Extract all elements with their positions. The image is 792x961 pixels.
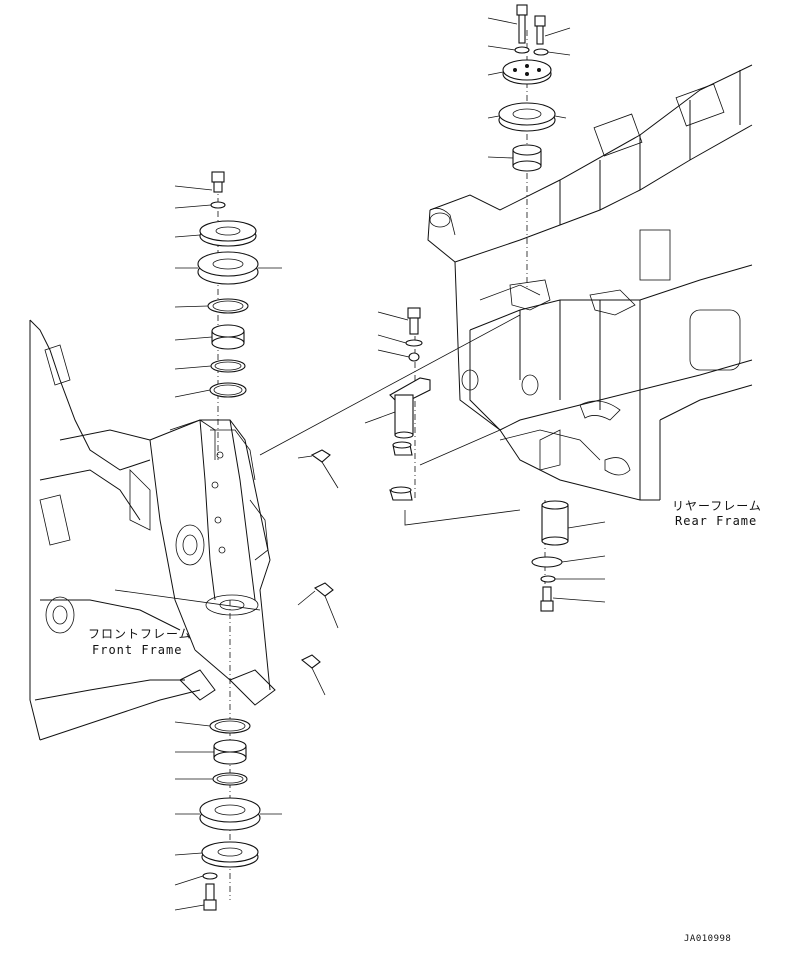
front-frame-outline bbox=[29, 319, 276, 741]
front-frame-label-en: Front Frame bbox=[92, 643, 182, 657]
upper-front-pivot-parts bbox=[197, 171, 259, 398]
front-frame-label-jp: フロントフレーム bbox=[88, 627, 192, 641]
drawing-code: JA010998 bbox=[684, 934, 731, 944]
center-lines bbox=[114, 30, 546, 900]
lower-rear-pin-parts bbox=[531, 500, 569, 612]
lower-front-pivot-parts bbox=[199, 718, 261, 911]
center-pin-parts bbox=[389, 307, 431, 501]
callout-leaders bbox=[174, 17, 606, 911]
rear-frame-label-jp: リヤーフレーム bbox=[672, 499, 762, 513]
rear-frame-label-en: Rear Frame bbox=[675, 514, 757, 528]
upper-rear-pivot-parts bbox=[498, 4, 556, 172]
grease-fittings bbox=[300, 449, 334, 669]
rear-frame-outline bbox=[427, 64, 753, 501]
